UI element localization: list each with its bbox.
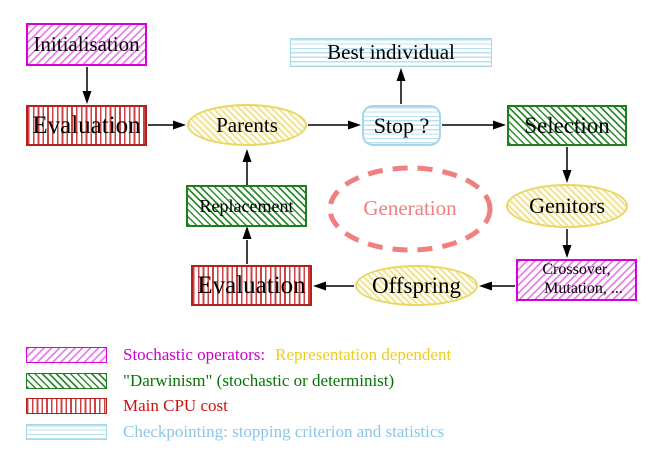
arrow-initialisation-to-evaluation bbox=[82, 67, 92, 104]
node-initialisation: Initialisation bbox=[26, 23, 147, 66]
node-best-individual-label: Best individual bbox=[327, 40, 455, 64]
node-replacement-label: Replacement bbox=[199, 195, 294, 216]
node-parents: Parents bbox=[187, 104, 307, 146]
legend-label-darwinism: "Darwinism" (stochastic or determinist) bbox=[123, 371, 395, 390]
legend-swatch-green-diagonal-hatch bbox=[26, 373, 107, 389]
arrow-evaluation-to-replacement bbox=[242, 226, 252, 264]
node-initialisation-label: Initialisation bbox=[33, 32, 140, 56]
legend-row-darwinism: "Darwinism" (stochastic or determinist) bbox=[26, 371, 394, 391]
node-evaluation-top: Evaluation bbox=[26, 105, 147, 146]
node-crossover-mutation: Crossover, Mutation, ... bbox=[516, 259, 637, 301]
node-offspring-label: Offspring bbox=[371, 272, 461, 298]
node-crossover-line1: Crossover, bbox=[542, 261, 611, 279]
arrow-replacement-to-parents bbox=[242, 149, 252, 185]
node-genitors-label: Genitors bbox=[529, 193, 605, 218]
arrow-stop-to-selection bbox=[442, 120, 506, 130]
arrow-offspring-to-evaluation bbox=[313, 281, 354, 291]
node-evaluation-top-label: Evaluation bbox=[32, 111, 141, 139]
legend-label-stochastic-operators: Stochastic operators: bbox=[123, 345, 266, 364]
arrow-selection-to-genitors bbox=[562, 147, 572, 183]
arrow-crossover-to-offspring bbox=[479, 281, 515, 291]
node-crossover-line2: Mutation, ... bbox=[544, 280, 623, 297]
node-stop: Stop ? bbox=[362, 105, 441, 146]
legend-swatch-red-vertical-stripes bbox=[26, 398, 107, 414]
arrow-parents-to-stop bbox=[308, 120, 361, 130]
generation-cycle-ellipse bbox=[327, 165, 493, 253]
legend-row-main-cpu-cost: Main CPU cost bbox=[26, 396, 228, 416]
legend-label-representation-dependent: Representation dependent bbox=[275, 345, 452, 364]
legend-label-checkpointing: Checkpointing: stopping criterion and st… bbox=[123, 422, 445, 441]
node-offspring: Offspring bbox=[355, 265, 478, 306]
legend-swatch-magenta-diagonal-hatch bbox=[26, 347, 107, 363]
legend-label-main-cpu-cost: Main CPU cost bbox=[123, 396, 228, 415]
node-parents-label: Parents bbox=[216, 112, 278, 137]
node-evaluation-bottom-label: Evaluation bbox=[197, 271, 306, 299]
node-selection-label: Selection bbox=[524, 112, 610, 138]
legend-row-checkpointing: Checkpointing: stopping criterion and st… bbox=[26, 422, 444, 442]
arrow-stop-to-best-individual bbox=[396, 68, 406, 104]
arrow-genitors-to-crossover bbox=[562, 229, 572, 258]
generation-label: Generation bbox=[363, 196, 457, 220]
legend-row-stochastic-operators: Stochastic operators: Representation dep… bbox=[26, 345, 451, 365]
arrow-evaluation-to-parents bbox=[148, 120, 186, 130]
node-evaluation-bottom: Evaluation bbox=[191, 265, 312, 306]
node-genitors: Genitors bbox=[506, 184, 628, 228]
node-selection: Selection bbox=[507, 105, 627, 146]
node-stop-label: Stop ? bbox=[373, 112, 430, 138]
legend-swatch-cyan-horizontal-stripes bbox=[26, 424, 107, 440]
node-replacement: Replacement bbox=[186, 185, 307, 227]
node-best-individual: Best individual bbox=[290, 38, 492, 67]
